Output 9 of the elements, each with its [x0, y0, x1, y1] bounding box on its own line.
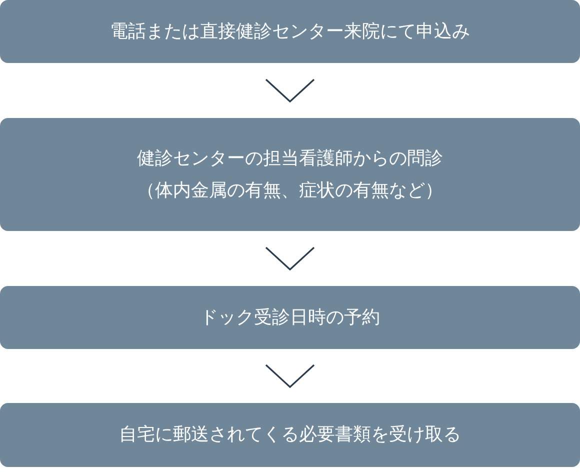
step-text: 健診センターの担当看護師からの問診 [137, 147, 443, 170]
process-box [0, 0, 580, 63]
process-box [0, 286, 580, 349]
step-text: 自宅に郵送されてくる必要書類を受け取る [119, 423, 461, 447]
step-text: （体内金属の有無、症状の有無など） [137, 178, 443, 202]
step-text: ドック受診日時の予約 [200, 306, 380, 330]
process-box [0, 118, 580, 231]
step-text: 電話または直接健診センター来院にて申込み [110, 20, 470, 44]
process-box [0, 403, 580, 467]
